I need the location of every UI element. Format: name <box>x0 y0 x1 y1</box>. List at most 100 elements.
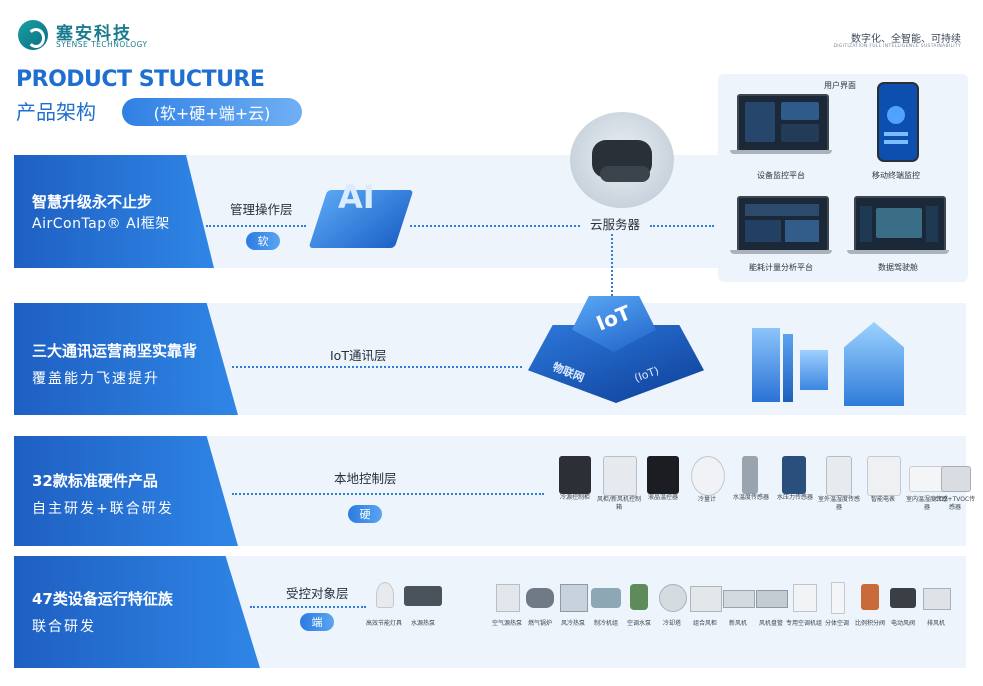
equipment-label: 高效节能灯具 <box>365 620 402 627</box>
layer-local-control: 本地控制层 <box>334 471 397 486</box>
ui-label-cockpit: 数据驾驶舱 <box>878 263 918 272</box>
ui-label-mobile: 移动终端监控 <box>872 171 920 180</box>
row-label-equipment <box>14 556 260 668</box>
air-cooled-heat-pump-icon <box>560 584 588 612</box>
equipment-list: 空气源热泵 燃气锅炉 风冷热泵 制冷机组 空调水泵 冷却塔 组合风柜 新风机 风… <box>490 582 966 652</box>
ui-label-monitor: 设备监控平台 <box>757 171 805 180</box>
equipment-label: 专用空调机组 <box>785 620 822 627</box>
flow-meter-icon <box>691 456 725 496</box>
slogan: 数字化、全智能、可持续 <box>851 34 961 45</box>
slogan-en: DIGITIZATION FULL INTELLIGENCE SUSTAINAB… <box>833 44 961 49</box>
building-icon <box>783 334 793 402</box>
equipment-label: 空调水泵 <box>626 620 651 627</box>
equipment-label: 排风机 <box>926 620 945 627</box>
page-title: PRODUCT STUCTURE <box>16 67 265 92</box>
gas-boiler-icon <box>526 588 554 608</box>
hardware-label: CO2+TVOC传感器 <box>934 496 976 511</box>
hardware-label: 室内温湿度传感器 <box>905 496 948 511</box>
tag-software: 软 <box>246 232 280 250</box>
hardware-label: 液晶温控器 <box>647 494 678 501</box>
water-pressure-sensor-icon <box>782 456 806 494</box>
page-title-cn: 产品架构 <box>16 100 96 124</box>
hardware-list: 冷源控制柜 风柜/新风机控制箱 液晶温控器 冷量计 水温度传感器 水压力传感器 … <box>552 456 975 544</box>
row1-line1: 智慧升级永不止步 <box>32 193 153 211</box>
cloud-iot-connector <box>611 234 613 296</box>
laptop-base <box>730 250 832 254</box>
row3-line1: 32款标准硬件产品 <box>32 472 158 490</box>
cloud-server-label: 云服务器 <box>590 217 641 232</box>
row-label-iot <box>14 303 238 415</box>
hardware-label: 水温度传感器 <box>732 494 769 501</box>
proportional-valve-icon <box>861 584 879 610</box>
equipment-label: 比例积分阀 <box>854 620 885 627</box>
laptop-cockpit-screen <box>854 196 946 252</box>
tag-endpoint: 端 <box>300 613 334 631</box>
row2-line2: 覆盖能力飞速提升 <box>32 371 160 387</box>
equipment-label: 组合风柜 <box>692 620 717 627</box>
equipment-label: 新风机 <box>728 620 747 627</box>
cooling-tower-icon <box>659 584 687 612</box>
hardware-label: 室外温湿度传感器 <box>817 496 860 511</box>
equipment-label: 风冷热泵 <box>560 620 585 627</box>
title-pill: (软+硬+端+云) <box>122 98 302 126</box>
row3-line2: 自主研发+联合研发 <box>32 501 174 517</box>
equipment-label: 制冷机组 <box>593 620 618 627</box>
equipment-label: 电动风阀 <box>890 620 915 627</box>
building-icon <box>800 350 828 390</box>
co2-sensor-icon <box>941 466 971 492</box>
equipment-label: 分体空调 <box>824 620 849 627</box>
laptop-base <box>847 250 949 254</box>
row4-line1: 47类设备运行特征族 <box>32 590 173 608</box>
laptop-energy-screen <box>737 196 829 252</box>
tag-hardware: 硬 <box>348 505 382 523</box>
equipment-label: 空气源热泵 <box>491 620 522 627</box>
ui-header: 用户界面 <box>824 81 856 90</box>
connector-line <box>206 225 306 227</box>
exhaust-fan-icon <box>923 588 951 610</box>
fan-coil-icon <box>756 590 788 608</box>
water-pump-icon <box>630 584 648 610</box>
connector-line <box>232 366 522 368</box>
split-ac-icon <box>831 582 845 614</box>
phone-screen <box>877 82 919 162</box>
connector-line <box>650 225 714 227</box>
special-ac-icon <box>793 584 817 612</box>
ai-badge: AI <box>338 178 375 216</box>
cloud-server-base <box>600 166 650 182</box>
hardware-label: 水压力传感器 <box>776 494 813 501</box>
equipment-label: 水源热泵 <box>410 620 435 627</box>
row-label-hardware <box>14 436 238 546</box>
laptop-monitor-screen <box>737 94 829 152</box>
connector-line <box>250 606 366 608</box>
water-temp-sensor-icon <box>742 456 758 494</box>
layer-controlled-objects: 受控对象层 <box>286 586 349 601</box>
control-box-icon <box>603 456 637 496</box>
building-icon <box>752 328 780 402</box>
row2-line1: 三大通讯运营商坚实靠背 <box>32 342 198 360</box>
ui-label-energy: 能耗计量分析平台 <box>749 263 813 272</box>
brand-name: 塞安科技 <box>56 24 132 44</box>
water-heat-pump-icon <box>404 586 442 606</box>
laptop-base <box>730 150 832 154</box>
hardware-label: 智能电表 <box>870 496 895 503</box>
logo-icon <box>18 20 48 50</box>
hardware-label: 风柜/新风机控制箱 <box>596 496 642 511</box>
layer-iot: IoT通讯层 <box>330 348 387 363</box>
thermostat-icon <box>647 456 679 494</box>
row-label-software <box>14 155 214 268</box>
fresh-air-unit-icon <box>723 590 755 608</box>
layer-management: 管理操作层 <box>230 202 293 217</box>
hardware-label: 冷量计 <box>697 496 716 503</box>
air-handler-icon <box>690 586 722 612</box>
connector-line <box>232 493 544 495</box>
row1-line2: AirConTap® AI框架 <box>32 216 170 232</box>
electric-damper-icon <box>890 588 916 608</box>
air-heat-pump-icon <box>496 584 520 612</box>
brand-name-en: SYENSE TECHNOLOGY <box>56 40 148 49</box>
chiller-icon <box>591 588 621 608</box>
equipment-label: 燃气锅炉 <box>527 620 552 627</box>
smart-meter-icon <box>867 456 901 496</box>
equipment-label: 冷却塔 <box>662 620 681 627</box>
control-cabinet-icon <box>559 456 591 494</box>
outdoor-sensor-icon <box>826 456 852 496</box>
